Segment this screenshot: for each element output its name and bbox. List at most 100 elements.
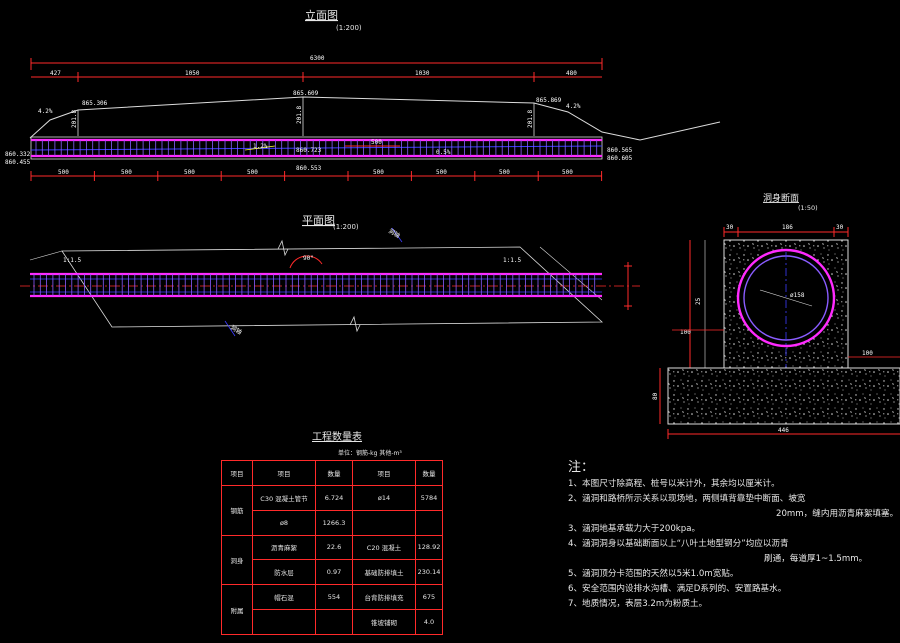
sec-left-dim: 100 <box>680 329 691 336</box>
table-cell: 6.724 <box>315 484 353 511</box>
table-cell: C30 混凝土管节 <box>252 484 316 511</box>
bottom-dim-6: 500 <box>499 169 510 176</box>
note-line: 2、涵洞和路桥所示关系以现场地，两侧填背靠垫中断面、坡宽 <box>568 492 893 507</box>
table-cell: ø8 <box>252 509 316 536</box>
dim-seg-2: 1030 <box>415 70 430 77</box>
plan-view: 平面图 (1:200) 1:1.5 1:1.5 90° 洞轴 洞轴 <box>20 214 640 336</box>
note-line-continuation: 20mm，缝内用沥青麻絮填塞。 <box>568 507 893 522</box>
table-cell: ø14 <box>352 484 416 511</box>
bottom-dim-1: 500 <box>121 169 132 176</box>
note-text: 4、涵洞洞身以基础断面以上“八叶土地型钢分”均应以沥青 <box>568 539 789 549</box>
bottom-dim-5: 500 <box>436 169 447 176</box>
table-cell: 锥坡铺砌 <box>352 609 416 635</box>
note-line: 4、涵洞洞身以基础断面以上“八叶土地型钢分”均应以沥青 <box>568 537 893 552</box>
elevation-title: 立面图 <box>305 8 338 22</box>
left-elev-a: 860.332 <box>5 151 31 158</box>
bottom-dim-2: 500 <box>184 169 195 176</box>
sec-base-w: 446 <box>778 427 789 434</box>
table-cell: 5784 <box>415 484 443 511</box>
quantity-table-unit: 单位：钢筋-kg 其他-m³ <box>338 450 402 457</box>
slope-left: 4.2% <box>38 108 53 115</box>
table-header-cell: 数量 <box>315 460 353 486</box>
mid-dim: 500 <box>371 139 382 146</box>
note-text: 1、本图尺寸除高程、桩号以米计外，其余均以厘米计。 <box>568 479 780 489</box>
quantity-table-title: 工程数量表 <box>312 432 362 443</box>
plan-slope-left: 1:1.5 <box>63 257 81 264</box>
sec-h-dim: 25 <box>695 297 702 305</box>
table-header-cell: 数量 <box>415 460 443 486</box>
h-left: 201.8 <box>71 110 78 128</box>
section-title: 洞身断面 <box>763 192 799 204</box>
table-cell <box>315 609 353 635</box>
table-cell: 0.97 <box>315 559 353 586</box>
table-row: 附属 帽石混 554 台背防排填充 675 <box>221 584 443 635</box>
table-cell: 附属 <box>221 584 253 635</box>
sec-diameter: ø158 <box>790 292 805 299</box>
plan-slope-right: 1:1.5 <box>503 257 521 264</box>
bottom-dim-3: 500 <box>247 169 258 176</box>
table-header-cell: 项目 <box>221 460 253 486</box>
note-text: 刷通，每道厚1~1.5mm。 <box>764 554 868 564</box>
note-line: 7、地质情况，表层3.2m为粉质土。 <box>568 597 893 612</box>
table-cell: 沥青麻絮 <box>252 534 316 561</box>
elevation-scale: (1:200) <box>336 24 362 32</box>
table-cell: 230.14 <box>415 559 443 586</box>
bottom-dim-7: 500 <box>562 169 573 176</box>
plan-title: 平面图 <box>302 214 335 227</box>
dim-total: 6300 <box>310 55 325 62</box>
left-elev-b: 860.455 <box>5 159 31 166</box>
table-cell <box>252 609 316 635</box>
note-text: 20mm，缝内用沥青麻絮填塞。 <box>776 509 893 519</box>
slope-right: 4.2% <box>566 103 581 110</box>
note-text: 2、涵洞和路桥所示关系以现场地，两侧填背靠垫中断面、坡宽 <box>568 494 806 504</box>
inner-elev: 860.723 <box>296 147 322 154</box>
section-scale: (1:50) <box>798 204 818 212</box>
table-row: ø8 1266.3 <box>222 509 443 536</box>
h-mid: 201.8 <box>296 106 303 124</box>
table-cell: 防水层 <box>252 559 316 586</box>
table-row: 洞身 沥青麻絮 22.6 C20 混凝土 128.92 <box>221 534 443 586</box>
note-text: 7、地质情况，表层3.2m为粉质土。 <box>568 599 708 609</box>
table-cell <box>415 509 443 536</box>
table-cell: 钢筋 <box>221 484 253 536</box>
table-header-cell: 项目 <box>252 460 316 486</box>
table-row: 防水层 0.97 基础防排填土 230.14 <box>222 559 443 586</box>
note-line: 1、本图尺寸除高程、桩号以米计外，其余均以厘米计。 <box>568 477 893 492</box>
note-line: 5、涵洞顶分卡范围的天然以5米1.0m宽贴。 <box>568 567 893 582</box>
right-elev-b: 860.605 <box>607 155 633 162</box>
elevation-view: 立面图 (1:200) 6300 427 1050 1030 480 865.3… <box>5 8 721 181</box>
note-line-continuation: 刷通，每道厚1~1.5mm。 <box>568 552 893 567</box>
sec-top-dim-1: 186 <box>782 224 793 231</box>
elev-right: 865.869 <box>536 97 562 104</box>
sec-top-dim-2: 30 <box>836 224 844 231</box>
right-elev-a: 860.565 <box>607 147 633 154</box>
table-cell: 4.0 <box>415 609 443 635</box>
notes-block: 注： 1、本图尺寸除高程、桩号以米计外，其余均以厘米计。 2、涵洞和路桥所示关系… <box>568 460 893 612</box>
table-cell: 22.6 <box>315 534 353 561</box>
h-right: 201.8 <box>527 110 534 128</box>
bottom-elev: 860.553 <box>296 165 322 172</box>
table-row: 锥坡铺砌 4.0 <box>222 609 443 635</box>
bottom-dim-0: 500 <box>58 169 69 176</box>
section-view: 洞身断面 (1:50) 30 186 30 ø158 25 100 100 80 <box>652 192 900 439</box>
table-cell: C20 混凝土 <box>352 534 416 561</box>
sec-right-dim: 100 <box>862 350 873 357</box>
table-header-row: 项目 项目 数量 项目 数量 <box>221 460 443 486</box>
table-cell: 台背防排填充 <box>352 584 416 611</box>
table-row: 钢筋 C30 混凝土管节 6.724 ø14 5784 <box>221 484 443 536</box>
table-cell: 675 <box>415 584 443 611</box>
dim-seg-1: 1050 <box>185 70 200 77</box>
notes-heading: 注： <box>568 460 595 475</box>
plan-angle: 90° <box>303 255 314 262</box>
note-text: 3、涵洞地基承载力大于200kpa。 <box>568 524 701 534</box>
table-cell: 基础防排填土 <box>352 559 416 586</box>
inner-label: 1.2% <box>253 143 268 150</box>
note-line: 6、安全范围内设排水沟槽、满足D系列的、安置路基水。 <box>568 582 893 597</box>
table-cell: 128.92 <box>415 534 443 561</box>
note-text: 5、涵洞顶分卡范围的天然以5米1.0m宽贴。 <box>568 569 739 579</box>
sec-top-dim-0: 30 <box>726 224 734 231</box>
section-base <box>667 367 900 425</box>
table-cell: 1266.3 <box>315 509 353 536</box>
road-profile <box>29 96 721 141</box>
sec-base-h: 80 <box>652 392 659 400</box>
